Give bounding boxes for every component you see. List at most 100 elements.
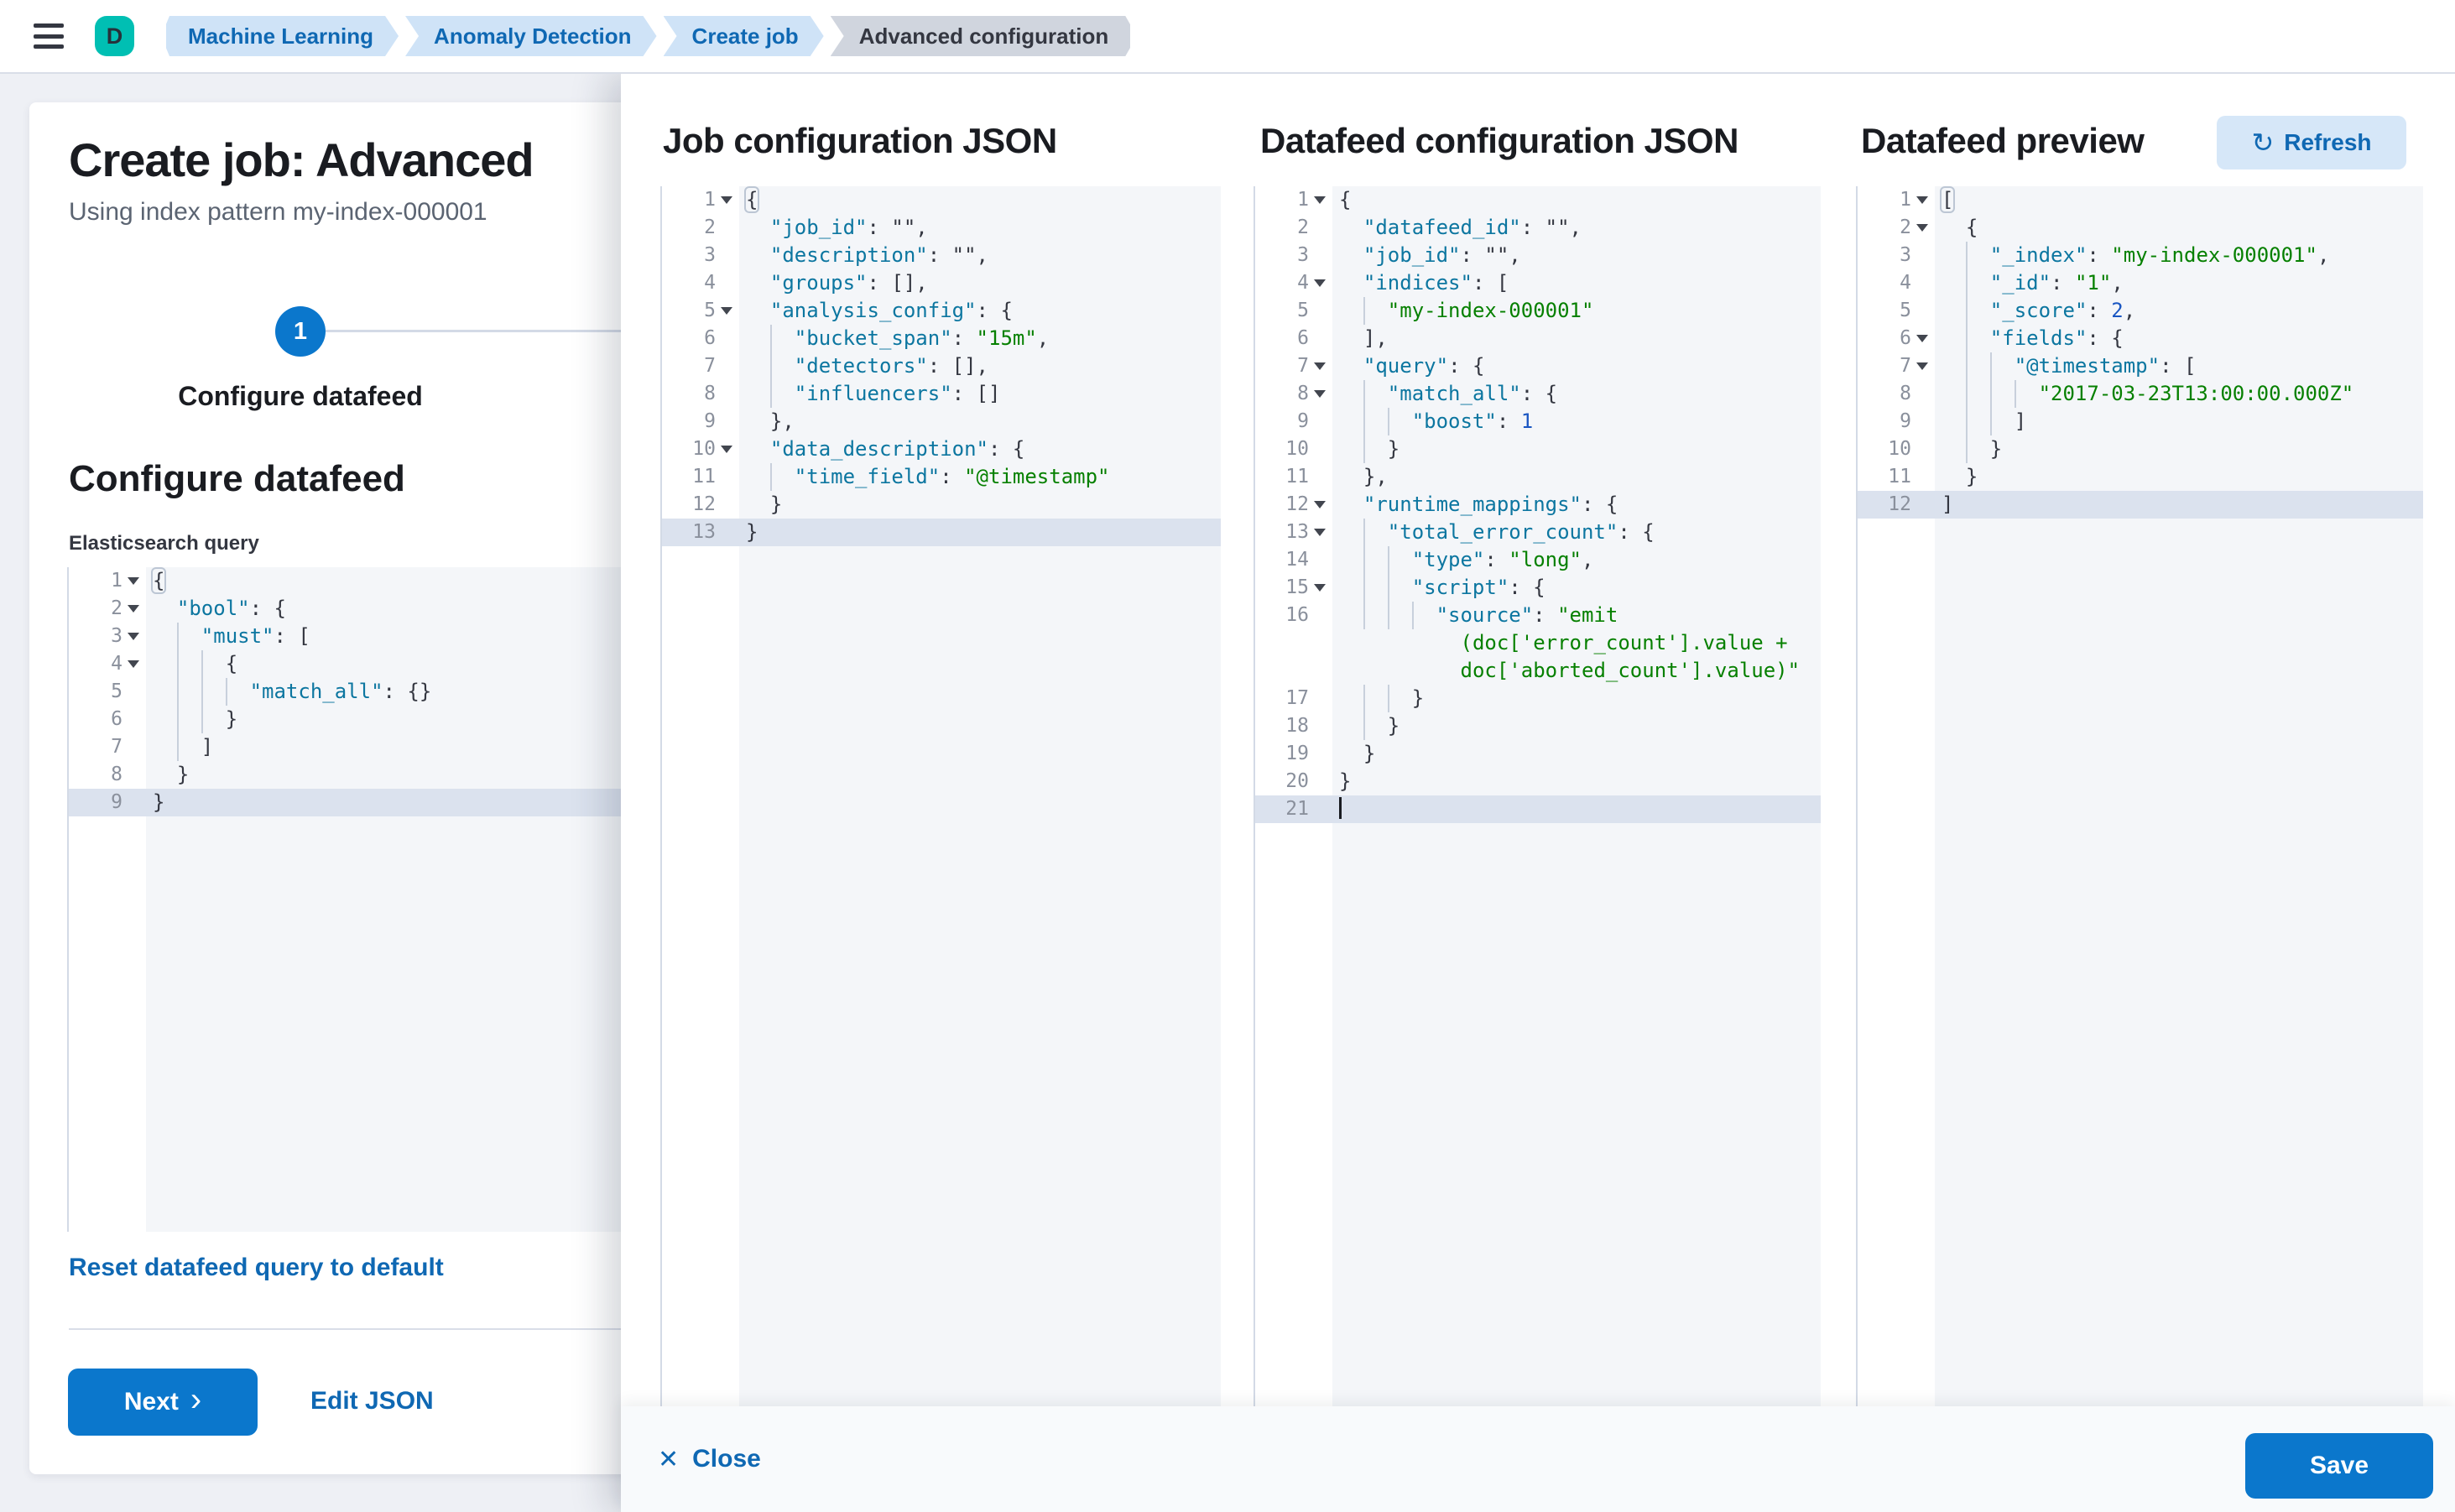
- fold-arrow-icon[interactable]: [128, 633, 139, 640]
- datafeed-preview-editor[interactable]: 1[2 {3 "_index": "my-index-000001",4 "_i…: [1856, 186, 2423, 1406]
- code-line[interactable]: 15 "script": {: [1255, 574, 1821, 602]
- code-line[interactable]: 3 "job_id": "",: [1255, 242, 1821, 269]
- code-line[interactable]: 9 },: [662, 408, 1221, 435]
- code-line[interactable]: 6 }: [69, 706, 638, 733]
- fold-arrow-icon[interactable]: [1916, 196, 1928, 204]
- code-line[interactable]: 20}: [1255, 768, 1821, 795]
- code-line[interactable]: 5 "_score": 2,: [1858, 297, 2423, 325]
- save-button-label: Save: [2309, 1452, 2369, 1479]
- code-line[interactable]: 9 "boost": 1: [1255, 408, 1821, 435]
- fold-arrow-icon[interactable]: [1314, 584, 1326, 592]
- code-line[interactable]: 8 "2017-03-23T13:00:00.000Z": [1858, 380, 2423, 408]
- code-line[interactable]: 4 {: [69, 650, 638, 678]
- line-number-gutter: 11: [1888, 466, 1911, 487]
- code-line[interactable]: 5 "analysis_config": {: [662, 297, 1221, 325]
- code-line[interactable]: (doc['error_count'].value +: [1255, 629, 1821, 657]
- fold-arrow-icon[interactable]: [128, 605, 139, 613]
- code-line[interactable]: 4 "_id": "1",: [1858, 269, 2423, 297]
- step-1-indicator[interactable]: 1: [275, 306, 326, 357]
- reset-datafeed-query-link[interactable]: Reset datafeed query to default: [69, 1254, 444, 1281]
- code-line[interactable]: 7 ]: [69, 733, 638, 761]
- code-line[interactable]: 1{: [1255, 186, 1821, 214]
- datafeed-configuration-json-editor[interactable]: 1{2 "datafeed_id": "",3 "job_id": "",4 "…: [1254, 186, 1821, 1406]
- code-line[interactable]: 2 "datafeed_id": "",: [1255, 214, 1821, 242]
- code-line[interactable]: 10 }: [1255, 435, 1821, 463]
- line-number-gutter: 4: [1900, 272, 1911, 294]
- code-line[interactable]: 12 "runtime_mappings": {: [1255, 491, 1821, 519]
- fold-arrow-icon[interactable]: [128, 660, 139, 668]
- code-line[interactable]: 2 "job_id": "",: [662, 214, 1221, 242]
- job-configuration-json-editor[interactable]: 1{2 "job_id": "",3 "description": "",4 "…: [660, 186, 1221, 1406]
- refresh-button[interactable]: ↻ Refresh: [2217, 116, 2406, 169]
- code-line[interactable]: 11 },: [1255, 463, 1821, 491]
- code-line[interactable]: 10 "data_description": {: [662, 435, 1221, 463]
- fold-arrow-icon[interactable]: [721, 307, 732, 315]
- code-line[interactable]: 8 }: [69, 761, 638, 789]
- fold-arrow-icon[interactable]: [1314, 279, 1326, 287]
- code-line[interactable]: 9 ]: [1858, 408, 2423, 435]
- line-number-gutter: 7: [1255, 352, 1332, 380]
- fold-arrow-icon[interactable]: [1916, 224, 1928, 232]
- code-line[interactable]: 6 "bucket_span": "15m",: [662, 325, 1221, 352]
- code-line[interactable]: 16 "source": "emit: [1255, 602, 1821, 629]
- code-line[interactable]: 13}: [662, 519, 1221, 546]
- code-line[interactable]: 17 }: [1255, 685, 1821, 712]
- code-line[interactable]: 11 }: [1858, 463, 2423, 491]
- fold-arrow-icon[interactable]: [1314, 362, 1326, 370]
- code-line[interactable]: 19 }: [1255, 740, 1821, 768]
- save-button[interactable]: Save: [2245, 1433, 2433, 1499]
- breadcrumb-create-job[interactable]: Create job: [664, 16, 824, 56]
- code-line[interactable]: 21: [1255, 795, 1821, 823]
- fold-arrow-icon[interactable]: [128, 577, 139, 585]
- line-number-gutter: 18: [1285, 715, 1309, 737]
- code-line[interactable]: 13 "total_error_count": {: [1255, 519, 1821, 546]
- fold-arrow-icon[interactable]: [1314, 196, 1326, 204]
- code-line[interactable]: 6 ],: [1255, 325, 1821, 352]
- code-line[interactable]: 7 "query": {: [1255, 352, 1821, 380]
- fold-arrow-icon[interactable]: [1314, 390, 1326, 398]
- code-line[interactable]: 3 "_index": "my-index-000001",: [1858, 242, 2423, 269]
- fold-arrow-icon[interactable]: [1916, 335, 1928, 342]
- edit-json-link[interactable]: Edit JSON: [310, 1387, 434, 1415]
- code-line[interactable]: 5 "my-index-000001": [1255, 297, 1821, 325]
- code-line[interactable]: 10 }: [1858, 435, 2423, 463]
- code-line[interactable]: 2 "bool": {: [69, 595, 638, 623]
- breadcrumb-anomaly-detection[interactable]: Anomaly Detection: [405, 16, 657, 56]
- code-line[interactable]: 9}: [69, 789, 638, 816]
- code-line[interactable]: 18 }: [1255, 712, 1821, 740]
- code-line[interactable]: 3 "description": "",: [662, 242, 1221, 269]
- code-line[interactable]: doc['aborted_count'].value)": [1255, 657, 1821, 685]
- code-line[interactable]: 5 "match_all": {}: [69, 678, 638, 706]
- code-line[interactable]: 1{: [69, 567, 638, 595]
- code-line[interactable]: 7 "detectors": [],: [662, 352, 1221, 380]
- line-number-gutter: 10: [1285, 438, 1309, 460]
- fold-arrow-icon[interactable]: [1314, 501, 1326, 508]
- avatar[interactable]: D: [95, 16, 134, 56]
- code-line[interactable]: 4 "indices": [: [1255, 269, 1821, 297]
- code-line[interactable]: 11 "time_field": "@timestamp": [662, 463, 1221, 491]
- fold-arrow-icon[interactable]: [1314, 529, 1326, 536]
- fold-arrow-icon[interactable]: [1916, 362, 1928, 370]
- code-line[interactable]: 8 "match_all": {: [1255, 380, 1821, 408]
- code-line[interactable]: 1[: [1858, 186, 2423, 214]
- line-number-gutter: 11: [1285, 466, 1309, 487]
- close-button[interactable]: ✕ Close: [658, 1445, 761, 1474]
- menu-icon[interactable]: [34, 23, 64, 49]
- code-line[interactable]: 4 "groups": [],: [662, 269, 1221, 297]
- code-line[interactable]: 12 }: [662, 491, 1221, 519]
- next-button[interactable]: Next ›: [68, 1369, 258, 1436]
- fold-arrow-icon[interactable]: [721, 446, 732, 453]
- code-line[interactable]: 3 "must": [: [69, 623, 638, 650]
- edit-json-flyout: Job configuration JSON Datafeed configur…: [621, 74, 2455, 1512]
- code-line[interactable]: 1{: [662, 186, 1221, 214]
- code-line[interactable]: 8 "influencers": []: [662, 380, 1221, 408]
- breadcrumb-machine-learning[interactable]: Machine Learning: [166, 16, 399, 56]
- code-line[interactable]: 2 {: [1858, 214, 2423, 242]
- code-line[interactable]: 7 "@timestamp": [: [1858, 352, 2423, 380]
- code-line[interactable]: 6 "fields": {: [1858, 325, 2423, 352]
- elasticsearch-query-editor[interactable]: 1{2 "bool": {3 "must": [4 {5 "match_all"…: [67, 567, 638, 1232]
- code-line[interactable]: 14 "type": "long",: [1255, 546, 1821, 574]
- code-line[interactable]: 12]: [1858, 491, 2423, 519]
- fold-arrow-icon[interactable]: [721, 196, 732, 204]
- page-subtitle: Using index pattern my-index-000001: [69, 198, 487, 226]
